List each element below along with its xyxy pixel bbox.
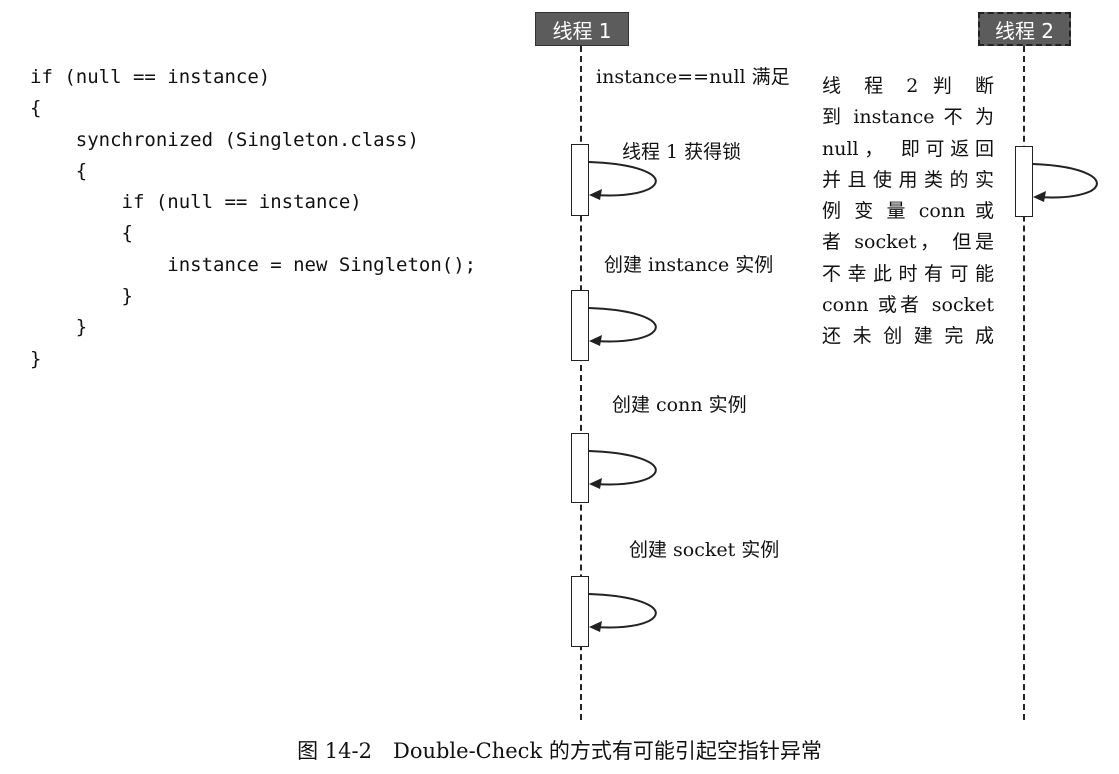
note-line: 线 程 2 判 断 xyxy=(822,75,994,97)
message-create-instance: 创建 instance 实例 xyxy=(604,254,774,276)
activation-bar xyxy=(571,290,589,361)
message-create-conn: 创建 conn 实例 xyxy=(612,394,747,416)
thread2-lifeline xyxy=(1023,46,1025,720)
code-line: if (null == instance) xyxy=(30,66,271,88)
self-call-arrow xyxy=(588,593,657,632)
code-line: instance = new Singleton(); xyxy=(30,253,477,276)
activation-bar xyxy=(571,144,589,216)
message-get-lock: 线程 1 获得锁 xyxy=(622,141,742,163)
self-call-arrow xyxy=(1032,163,1098,202)
code-line: } xyxy=(30,285,133,308)
activation-bar xyxy=(571,576,589,647)
message-null-check: instance==null 满足 xyxy=(596,66,790,88)
code-line: } xyxy=(30,347,42,370)
note-line: 还未创建完成 xyxy=(822,325,994,348)
thread1-lifeline xyxy=(580,46,582,720)
code-line: { xyxy=(30,159,88,182)
self-call-arrow xyxy=(588,450,657,489)
note-line: 到 instance 不 为 xyxy=(822,106,994,129)
note-line: 并且使用类的实 xyxy=(822,168,994,191)
code-line: } xyxy=(30,316,88,339)
thread2-note: 线 程 2 判 断 到 instance 不 为 null， 即可返回 并且使用… xyxy=(822,71,994,353)
self-call-arrow xyxy=(588,161,657,200)
note-line: null， 即可返回 xyxy=(822,137,994,160)
code-line: { xyxy=(30,97,42,120)
code-line: synchronized (Singleton.class) xyxy=(30,128,419,151)
thread2-header: 线程 2 xyxy=(978,12,1071,46)
thread1-header: 线程 1 xyxy=(535,12,629,46)
code-line: { xyxy=(30,222,133,245)
note-line: 不幸此时有可能 xyxy=(822,262,994,285)
note-line: 例 变 量 conn 或 xyxy=(822,200,994,223)
activation-bar xyxy=(571,433,589,503)
activation-bar xyxy=(1015,146,1033,217)
self-call-arrow xyxy=(588,307,657,346)
message-create-socket: 创建 socket 实例 xyxy=(629,539,780,561)
figure-caption: 图 14-2 Double-Check 的方式有可能引起空指针异常 xyxy=(297,739,822,763)
note-line: conn 或者 socket xyxy=(822,294,994,317)
code-line: if (null == instance) xyxy=(30,191,362,214)
note-line: 者 socket， 但是 xyxy=(822,231,994,254)
code-block: if (null == instance) { synchronized (Si… xyxy=(30,62,476,375)
